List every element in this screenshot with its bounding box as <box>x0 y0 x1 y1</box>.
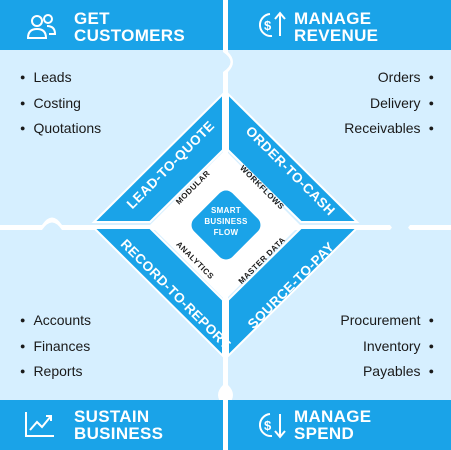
title-manage-spend: MANAGE SPEND <box>294 408 371 442</box>
trend-chart-icon <box>25 412 54 437</box>
center-line-2: BUSINESS <box>204 217 248 226</box>
title-get-customers: GET CUSTOMERS <box>74 10 185 44</box>
title-line-2: REVENUE <box>294 26 379 45</box>
segment-lead-to-quote <box>91 91 224 223</box>
list-item: Accounts <box>20 308 91 334</box>
header-top-right <box>228 0 451 50</box>
list-item: Quotations <box>20 116 101 142</box>
list-item: Finances <box>20 334 91 360</box>
list-item: Delivery <box>344 91 434 117</box>
list-get-customers: Leads Costing Quotations <box>20 65 101 142</box>
segment-order-to-cash <box>227 91 360 223</box>
dollar-down-icon: $ <box>258 413 286 439</box>
center-line-1: SMART <box>211 206 241 215</box>
title-line-2: CUSTOMERS <box>74 26 186 45</box>
list-item: Reports <box>20 359 91 385</box>
list-item: Payables <box>340 359 434 385</box>
list-manage-revenue: Orders Delivery Receivables <box>344 65 434 142</box>
dollar-up-icon: $ <box>258 11 286 38</box>
people-icon <box>26 14 57 39</box>
list-manage-spend: Procurement Inventory Payables <box>340 308 434 385</box>
list-item: Costing <box>20 91 101 117</box>
center-label: SMART BUSINESS FLOW <box>195 205 257 238</box>
title-line-1: SUSTAIN <box>74 407 150 426</box>
center-core <box>191 190 261 260</box>
list-item: Receivables <box>344 116 434 142</box>
svg-text:$: $ <box>264 18 272 33</box>
title-line-1: GET <box>74 9 110 28</box>
center-line-3: FLOW <box>213 228 239 237</box>
title-manage-revenue: MANAGE REVENUE <box>294 10 378 44</box>
svg-text:$: $ <box>264 418 272 433</box>
title-line-1: MANAGE <box>294 9 372 28</box>
header-bottom-left <box>0 400 223 450</box>
segment-source-to-pay <box>227 227 360 359</box>
title-line-2: SPEND <box>294 424 355 443</box>
header-bottom-right <box>228 400 451 450</box>
list-item: Procurement <box>340 308 434 334</box>
list-sustain-business: Accounts Finances Reports <box>20 308 91 385</box>
title-sustain-business: SUSTAIN BUSINESS <box>74 408 163 442</box>
list-item: Leads <box>20 65 101 91</box>
list-item: Orders <box>344 65 434 91</box>
title-line-2: BUSINESS <box>74 424 164 443</box>
list-item: Inventory <box>340 334 434 360</box>
segment-record-to-report <box>91 227 224 359</box>
title-line-1: MANAGE <box>294 407 372 426</box>
